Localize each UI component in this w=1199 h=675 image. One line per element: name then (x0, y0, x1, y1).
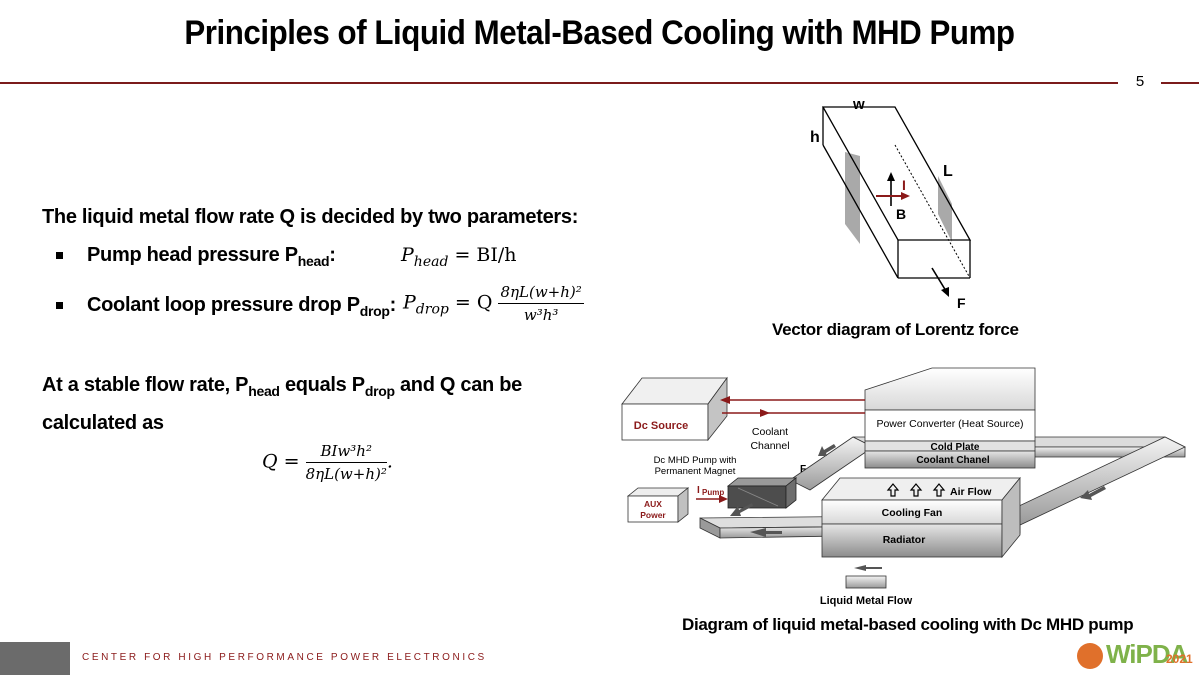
label-power-converter: Power Converter (Heat Source) (876, 418, 1023, 430)
slide-title: Principles of Liquid Metal-Based Cooling… (184, 14, 1015, 52)
b-arrow-head (887, 172, 895, 181)
label-coolant-chanel: Coolant Chanel (916, 455, 990, 466)
bullet-marker (56, 302, 63, 309)
air-flow-arrows (886, 483, 946, 497)
label-radiator: Radiator (883, 534, 926, 546)
footer-block (0, 642, 70, 675)
label-air-flow: Air Flow (950, 486, 992, 498)
wire-arrow-right (760, 409, 770, 417)
label-liquid-metal-flow: Liquid Metal Flow (820, 595, 913, 607)
label-dc-source: Dc Source (634, 420, 688, 432)
label-pump-1: Dc MHD Pump with (654, 455, 737, 466)
label-I: I (902, 177, 906, 193)
header-rule-left (0, 82, 1118, 84)
header-rule-right (1161, 82, 1199, 84)
label-ipump: I (697, 485, 700, 496)
lorentz-vector-diagram: w h L I B F (810, 96, 972, 311)
label-channel: Channel (750, 440, 789, 452)
wire-arrow-left (720, 396, 730, 404)
label-cooling-fan: Cooling Fan (882, 507, 943, 519)
coolant-chanel-box (864, 450, 1036, 469)
footer-org: CENTER FOR HIGH PERFORMANCE POWER ELECTR… (82, 652, 487, 663)
wipda-logo-icon (1077, 643, 1103, 669)
label-F: F (957, 295, 966, 311)
cooling-diagram-caption: Diagram of liquid metal-based cooling wi… (682, 615, 1134, 634)
hidden-edge (894, 144, 971, 279)
stable-flow-line2: calculated as (42, 412, 164, 434)
label-w: w (852, 96, 865, 113)
equation-phead: Phead = BI/h (401, 244, 517, 270)
label-coolant: Coolant (752, 426, 788, 438)
label-pump-2: Permanent Magnet (655, 466, 736, 477)
label-B: B (896, 206, 906, 222)
magnet-wall-right (938, 176, 952, 242)
label-L: L (943, 163, 953, 180)
wipda-logo-year: 2021 (1166, 652, 1193, 666)
power-converter-box (864, 409, 1036, 442)
cooling-system-diagram: Cooling Fan Radiator Air Flow Power Conv… (621, 367, 1186, 607)
bullet-pump-head: Pump head pressure Phead: (87, 244, 336, 269)
bullet-pressure-drop: Coolant loop pressure drop Pdrop: (87, 294, 397, 319)
stable-flow-line1: At a stable flow rate, Phead equals Pdro… (42, 374, 522, 399)
page-number: 5 (1135, 73, 1145, 90)
aux-power-box (627, 495, 679, 523)
flow-arrows (730, 444, 1106, 537)
f-arrow-head (941, 287, 949, 297)
mhd-pump (727, 485, 787, 509)
wipda-logo-text: WiPDA (1106, 639, 1188, 669)
i-arrow-head (901, 192, 910, 200)
label-ipump-sub: Pump (702, 488, 724, 497)
bullet-marker (56, 252, 63, 259)
label-cold-plate: Cold Plate (931, 442, 980, 453)
label-f: F (800, 464, 806, 475)
legend-pipe (845, 575, 887, 589)
radiator-box (821, 523, 1003, 558)
vector-diagram-caption: Vector diagram of Lorentz force (772, 320, 1019, 339)
label-h: h (810, 129, 820, 146)
label-aux: AUX (644, 499, 662, 509)
intro-text: The liquid metal flow rate Q is decided … (42, 206, 579, 228)
label-power: Power (640, 510, 666, 520)
